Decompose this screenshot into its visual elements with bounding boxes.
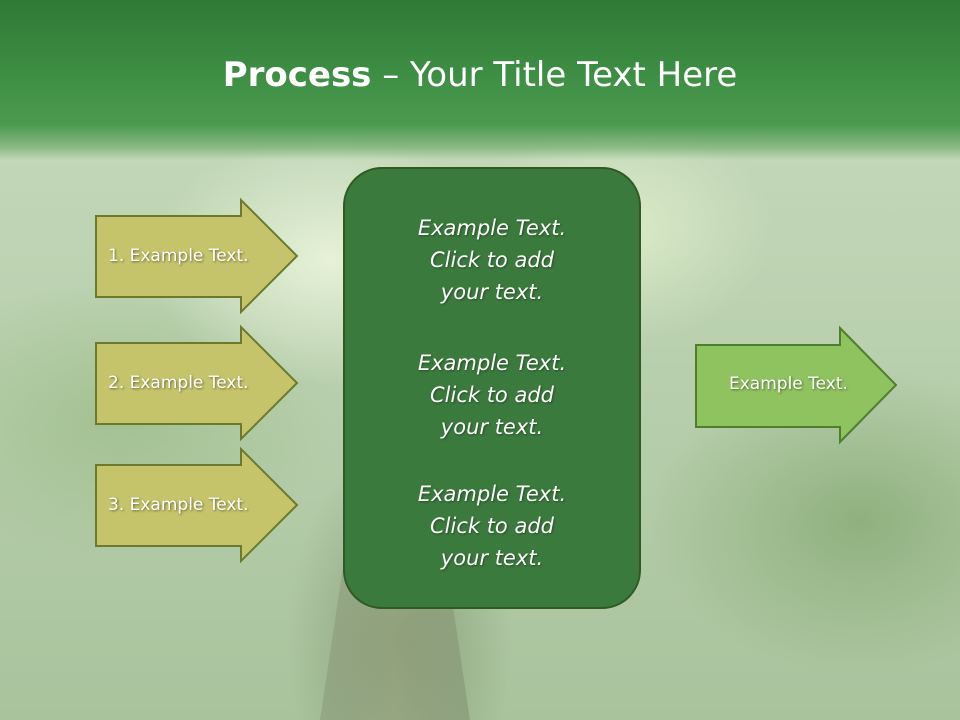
center-text-block-2: Example Text. Click to add your text. — [344, 347, 640, 443]
right-arrow-shape[interactable] — [695, 325, 898, 445]
center-line: your text. — [440, 415, 544, 439]
arrow-label-2: 2. Example Text. — [108, 373, 249, 393]
center-line: your text. — [440, 546, 544, 570]
title-bold-part: Process — [222, 55, 372, 95]
arrow-shape-1[interactable] — [95, 197, 299, 315]
center-text-block-3: Example Text. Click to add your text. — [344, 478, 640, 574]
slide-title[interactable]: Process – Your Title Text Here — [0, 52, 960, 98]
title-rest-part: – Your Title Text Here — [371, 55, 738, 95]
center-box-shape[interactable] — [343, 167, 641, 609]
center-line: your text. — [440, 280, 544, 304]
center-line: Example Text. — [417, 216, 567, 240]
arrow-shape-2[interactable] — [95, 324, 299, 442]
center-line: Example Text. — [417, 482, 567, 506]
right-arrow-label: Example Text. — [729, 374, 848, 394]
center-line: Click to add — [429, 383, 554, 407]
arrow-label-1: 1. Example Text. — [108, 246, 249, 266]
center-line: Example Text. — [417, 351, 567, 375]
arrow-label-3: 3. Example Text. — [108, 495, 249, 515]
center-line: Click to add — [429, 248, 554, 272]
title-bar — [0, 0, 960, 160]
arrow-shape-3[interactable] — [95, 446, 299, 564]
center-line: Click to add — [429, 514, 554, 538]
center-text-block-1: Example Text. Click to add your text. — [344, 212, 640, 308]
